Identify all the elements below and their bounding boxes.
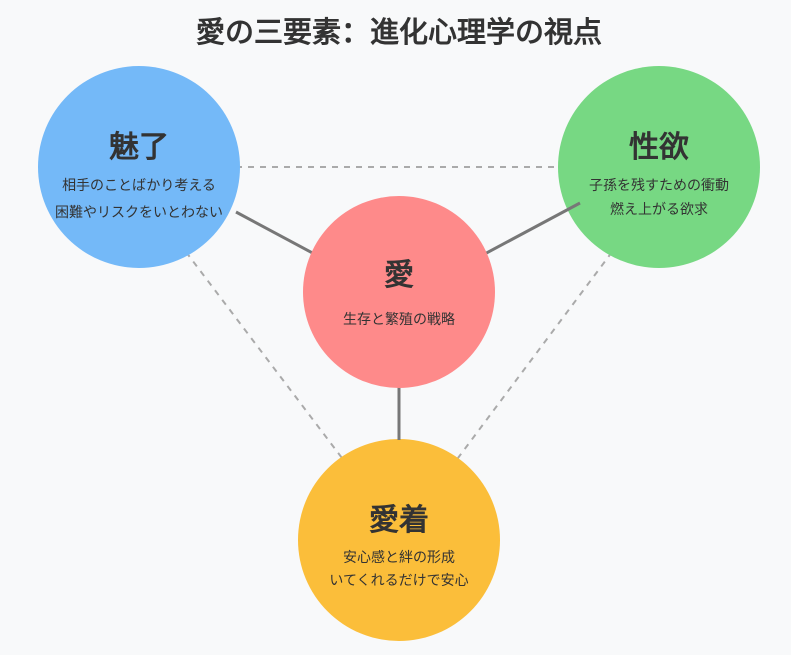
desire-label: 性欲 [629,130,689,165]
dashed-link-charm-attachment [185,251,346,463]
love-desc-1: 生存と繁殖の戦略 [343,311,455,328]
charm-label: 魅了 [109,130,169,165]
charm-circle [38,66,240,268]
link-love-charm [235,210,321,259]
love-label: 愛 [384,258,414,293]
attachment-desc-1: 安心感と絆の形成 [343,549,455,566]
dashed-link-desire-attachment [454,251,613,463]
charm-desc-2: 困難やリスクをいとわない [55,205,223,221]
desire-desc-1: 子孫を残すための衝動 [589,178,729,194]
desire-circle [558,66,760,268]
attachment-circle [298,439,500,641]
diagram-title: 愛の三要素：進化心理学の視点 [196,15,602,49]
attachment-label: 愛着 [369,503,429,538]
attachment-desc-2: いてくれるだけで安心 [329,573,468,589]
link-love-desire [478,201,581,259]
charm-desc-1: 相手のことばかり考える [62,178,216,194]
love-circle [303,196,495,388]
desire-desc-2: 燃え上がる欲求 [610,201,708,218]
